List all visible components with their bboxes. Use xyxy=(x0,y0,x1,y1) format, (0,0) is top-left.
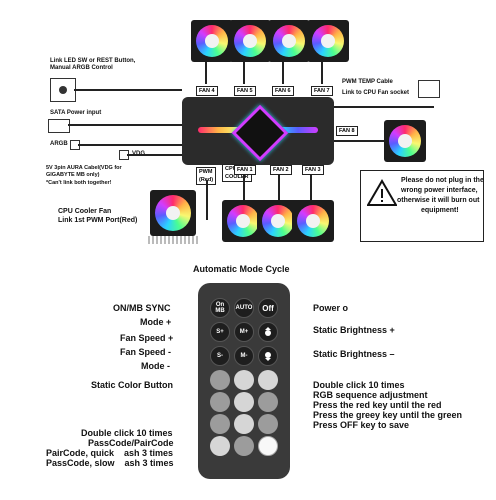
remote-title: Automatic Mode Cycle xyxy=(193,264,290,274)
fan-5 xyxy=(229,20,271,62)
cant-link-label: *Can't link both together! xyxy=(46,180,112,186)
rgb-label-1: Double click 10 times xyxy=(313,380,405,390)
warning-icon xyxy=(367,179,397,206)
cpu-cooler-label-1: CPU Cooler Fan xyxy=(58,208,112,215)
rgb-label-4: Press the greey key until the green xyxy=(313,410,463,420)
fan-3-label: FAN 3 xyxy=(302,165,324,175)
warning-line-3: otherwise it will burn out xyxy=(397,197,480,204)
brightness-up-button[interactable] xyxy=(258,322,278,342)
speed-minus-button[interactable]: S- xyxy=(210,346,230,366)
cable xyxy=(334,106,434,108)
warning-line-4: equipment! xyxy=(421,207,459,214)
cable xyxy=(321,62,323,84)
link-led-label: Link LED SW or REST Button, xyxy=(50,58,136,64)
mode-minus-label: Mode - xyxy=(141,361,170,371)
fan-8-label: FAN 8 xyxy=(336,126,358,136)
cable xyxy=(243,62,245,84)
cpu-cooler-port-text-1: CPU xyxy=(225,166,237,172)
color-button-5[interactable] xyxy=(234,392,254,412)
pwm-temp-label: PWM TEMP Cable xyxy=(342,79,393,85)
fan-speed-plus-label: Fan Speed + xyxy=(120,333,174,343)
rgb-label-3: Press the red key until the red xyxy=(313,400,442,410)
cable xyxy=(282,62,284,84)
fan-4 xyxy=(191,20,233,62)
led-switch-icon xyxy=(50,78,76,102)
fan-5-label: FAN 5 xyxy=(234,86,256,96)
cpu-heatsink-icon xyxy=(148,236,198,244)
link-cpu-label: Link to CPU Fan socket xyxy=(342,90,410,96)
fan-1-label: FAN 1 xyxy=(234,165,256,175)
sata-label: SATA Power input xyxy=(50,110,102,116)
color-button-1[interactable] xyxy=(210,370,230,390)
hub-logo-diamond xyxy=(231,104,289,162)
cable xyxy=(206,180,208,220)
brightness-down-button[interactable] xyxy=(258,346,278,366)
pwm-red-text-1: PWM xyxy=(199,169,213,175)
passcode-slow-label: PassCode, slow ash 3 times xyxy=(46,458,174,468)
fan-8 xyxy=(384,120,426,162)
color-button-10[interactable] xyxy=(210,436,230,456)
mode-plus-label: Mode + xyxy=(140,317,172,327)
color-button-7[interactable] xyxy=(210,414,230,434)
color-button-8[interactable] xyxy=(234,414,254,434)
paircode-quick-label: PairCode, quick ash 3 times xyxy=(46,448,174,458)
argb-label: ARGB xyxy=(50,141,68,147)
on-mb-button[interactable]: On MB xyxy=(210,298,230,318)
rgb-label-2: RGB sequence adjustment xyxy=(313,390,428,400)
static-brightness-minus-label: Static Brightness – xyxy=(313,349,395,359)
static-brightness-plus-label: Static Brightness + xyxy=(313,325,395,335)
fan-2-label: FAN 2 xyxy=(270,165,292,175)
static-color-label: Static Color Button xyxy=(91,380,173,390)
color-button-4[interactable] xyxy=(210,392,230,412)
cable xyxy=(334,140,384,142)
cpu-cooler-fan xyxy=(150,190,196,236)
cable xyxy=(78,144,182,146)
sata-connector-icon xyxy=(48,119,70,133)
fan-speed-minus-label: Fan Speed - xyxy=(120,347,172,357)
cable xyxy=(127,154,182,156)
color-button-white[interactable] xyxy=(258,436,278,456)
color-button-11[interactable] xyxy=(234,436,254,456)
cpu-cooler-port-text-2: COOLER xyxy=(225,174,249,180)
cable xyxy=(310,175,312,200)
fan-3 xyxy=(292,200,334,242)
mode-plus-button[interactable]: M+ xyxy=(234,322,254,342)
color-button-3[interactable] xyxy=(258,370,278,390)
fan-7-label: FAN 7 xyxy=(311,86,333,96)
cable xyxy=(243,175,245,200)
aura-label-2: GIGABYTE MB only) xyxy=(46,172,100,178)
on-mb-sync-label: ON/MB SYNC xyxy=(113,303,171,313)
fan-hub xyxy=(182,97,334,165)
warning-line-2: wrong power interface, xyxy=(401,187,478,194)
sun-up-icon xyxy=(265,327,271,336)
fan-7 xyxy=(307,20,349,62)
fan-6 xyxy=(268,20,310,62)
cable xyxy=(74,89,182,91)
fan-4-label: FAN 4 xyxy=(196,86,218,96)
speed-plus-button[interactable]: S+ xyxy=(210,322,230,342)
aura-label-1: 5V 3pin AURA Cabel(VDG for xyxy=(46,165,122,171)
cable xyxy=(68,124,182,126)
fan-6-label: FAN 6 xyxy=(272,86,294,96)
color-button-2[interactable] xyxy=(234,370,254,390)
power-label: Power o xyxy=(313,303,349,313)
sun-down-icon xyxy=(265,352,271,361)
cpu-cooler-label-2: Link 1st PWM Port(Red) xyxy=(58,217,138,224)
off-button[interactable]: Off xyxy=(258,298,278,318)
mode-minus-button[interactable]: M- xyxy=(234,346,254,366)
warning-line-1: Please do not plug in the xyxy=(401,177,484,184)
rgb-label-5: Press OFF key to save xyxy=(313,420,410,430)
color-button-6[interactable] xyxy=(258,392,278,412)
cable xyxy=(278,175,280,200)
manual-argb-label: Manual ARGB Control xyxy=(50,65,113,71)
cpu-fan-socket-icon xyxy=(418,80,440,98)
double-click-label-1: Double click 10 times xyxy=(81,428,173,438)
cable xyxy=(205,62,207,84)
auto-button[interactable]: AUTO xyxy=(234,298,254,318)
warning-box: Please do not plug in the wrong power in… xyxy=(360,170,484,242)
color-button-9[interactable] xyxy=(258,414,278,434)
double-click-label-2: PassCode/PairCode xyxy=(88,438,174,448)
